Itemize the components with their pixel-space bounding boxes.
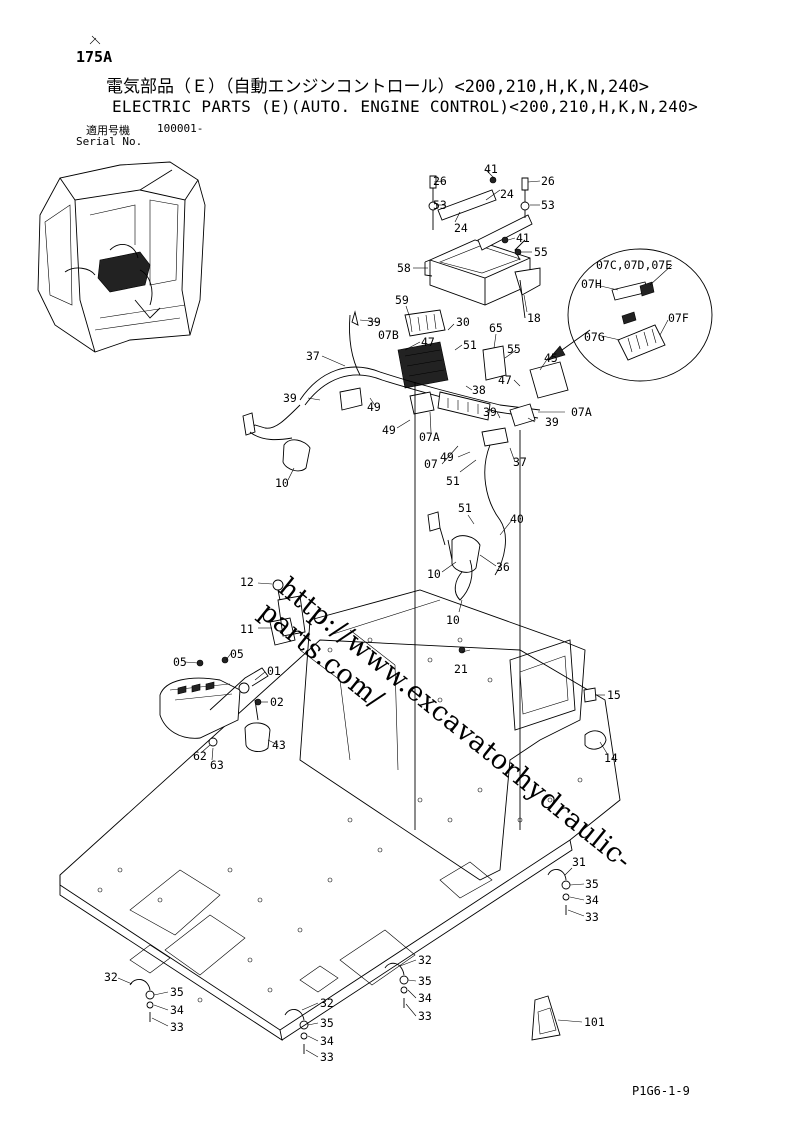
callout-37: 37 — [513, 455, 527, 469]
callout-07c-07d-07e: 07C,07D,07E — [596, 258, 672, 272]
callout-24: 24 — [500, 187, 514, 201]
callout-39: 39 — [545, 415, 559, 429]
callout-32: 32 — [320, 996, 334, 1010]
callout-07a: 07A — [419, 430, 440, 444]
callout-35: 35 — [418, 974, 432, 988]
callout-01: 01 — [267, 664, 281, 678]
title-english: ELECTRIC PARTS (E)(AUTO. ENGINE CONTROL)… — [112, 97, 699, 116]
callout-36: 36 — [496, 560, 510, 574]
callout-101: 101 — [584, 1015, 605, 1029]
callout-51: 51 — [463, 338, 477, 352]
callout-39: 39 — [483, 405, 497, 419]
callout-10: 10 — [427, 567, 441, 581]
cab-illustration — [37, 161, 206, 353]
callout-24: 24 — [454, 221, 468, 235]
callout-10: 10 — [275, 476, 289, 490]
callout-47: 47 — [421, 335, 435, 349]
callout-34: 34 — [585, 893, 599, 907]
callout-41: 41 — [484, 162, 498, 176]
callout-35: 35 — [320, 1016, 334, 1030]
callout-53: 53 — [541, 198, 555, 212]
callout-59: 59 — [395, 293, 409, 307]
callout-39: 39 — [283, 391, 297, 405]
callout-33: 33 — [170, 1020, 184, 1034]
callout-34: 34 — [320, 1034, 334, 1048]
callout-10: 10 — [446, 613, 460, 627]
callout-34: 34 — [170, 1003, 184, 1017]
page-tick-mark — [89, 35, 101, 45]
callout-07h: 07H — [581, 277, 602, 291]
callout-11: 11 — [240, 622, 254, 636]
page-number: 175A — [76, 48, 113, 66]
callout-51: 51 — [446, 474, 460, 488]
callout-33: 33 — [418, 1009, 432, 1023]
callout-55: 55 — [534, 245, 548, 259]
callout-39: 39 — [367, 315, 381, 329]
callout-35: 35 — [170, 985, 184, 999]
callout-14: 14 — [604, 751, 618, 765]
callout-labels: 41 26 26 24 53 53 24 41 55 58 18 59 39 0… — [104, 162, 689, 1064]
callout-31: 31 — [572, 855, 586, 869]
callout-07a: 07A — [571, 405, 592, 419]
callout-26: 26 — [541, 174, 555, 188]
callout-05: 05 — [230, 647, 244, 661]
callout-62: 62 — [193, 749, 207, 763]
callout-49: 49 — [440, 450, 454, 464]
callout-33: 33 — [320, 1050, 334, 1064]
callout-37: 37 — [306, 349, 320, 363]
callout-41: 41 — [516, 231, 530, 245]
callout-58: 58 — [397, 261, 411, 275]
callout-05: 05 — [173, 655, 187, 669]
title-japanese: 電気部品（Ｅ）（自動エンジンコントロール）<200,210,H,K,N,240> — [106, 77, 649, 97]
callout-65: 65 — [489, 321, 503, 335]
connector-detail-circle — [547, 248, 713, 382]
callout-07g: 07G — [584, 330, 605, 344]
callout-63: 63 — [210, 758, 224, 772]
callout-07: 07 — [424, 457, 438, 471]
callout-07f: 07F — [668, 311, 689, 325]
ground-strap-sets — [129, 869, 571, 1054]
serial-label-english: Serial No. — [76, 135, 143, 148]
right-side-parts — [583, 687, 607, 750]
callout-21: 21 — [454, 662, 468, 676]
serial-label-japanese: 適用号機 — [86, 124, 130, 137]
callout-32: 32 — [418, 953, 432, 967]
upperstructure-frame — [59, 589, 621, 1041]
callout-38: 38 — [472, 383, 486, 397]
callout-07b: 07B — [378, 328, 399, 342]
callout-55: 55 — [507, 342, 521, 356]
callout-26: 26 — [433, 174, 447, 188]
controller-assembly — [424, 175, 541, 319]
callout-47: 47 — [498, 373, 512, 387]
callout-18: 18 — [527, 311, 541, 325]
callout-53: 53 — [433, 198, 447, 212]
warning-decal — [531, 995, 561, 1041]
leader-lines — [117, 169, 673, 1058]
callout-40: 40 — [510, 512, 524, 526]
callout-49: 49 — [382, 423, 396, 437]
serial-number-value: 100001- — [157, 122, 204, 135]
callout-02: 02 — [270, 695, 284, 709]
callout-43: 43 — [272, 738, 286, 752]
figure-code: P1G6-1-9 — [632, 1084, 690, 1098]
wiring-harness — [242, 309, 569, 830]
callout-12: 12 — [240, 575, 254, 589]
callout-30: 30 — [456, 315, 470, 329]
callout-45: 45 — [544, 351, 558, 365]
callout-49: 49 — [367, 400, 381, 414]
callout-35: 35 — [585, 877, 599, 891]
callout-51: 51 — [458, 501, 472, 515]
callout-32: 32 — [104, 970, 118, 984]
callout-34: 34 — [418, 991, 432, 1005]
callout-15: 15 — [607, 688, 621, 702]
callout-33: 33 — [585, 910, 599, 924]
